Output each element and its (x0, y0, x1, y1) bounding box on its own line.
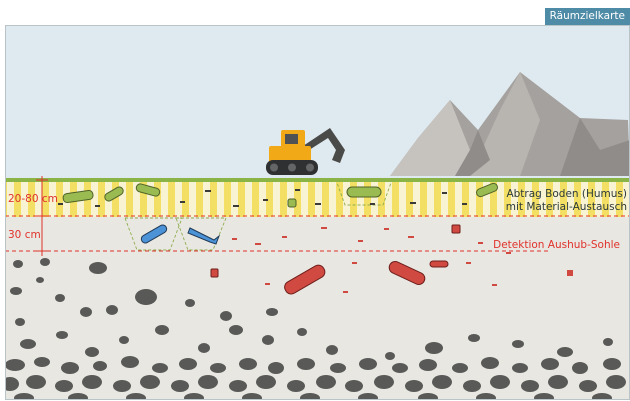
grass-line (5, 178, 630, 182)
removal-label-line2: mit Material-Austausch (506, 201, 627, 213)
removal-label-line1: Abtrag Boden (Humus) (506, 188, 627, 200)
topsoil-depth-label: 20-80 cm (8, 193, 58, 205)
detection-label: Detektion Aushub-Sohle (493, 239, 620, 251)
detection-depth-label: 30 cm (8, 229, 41, 241)
